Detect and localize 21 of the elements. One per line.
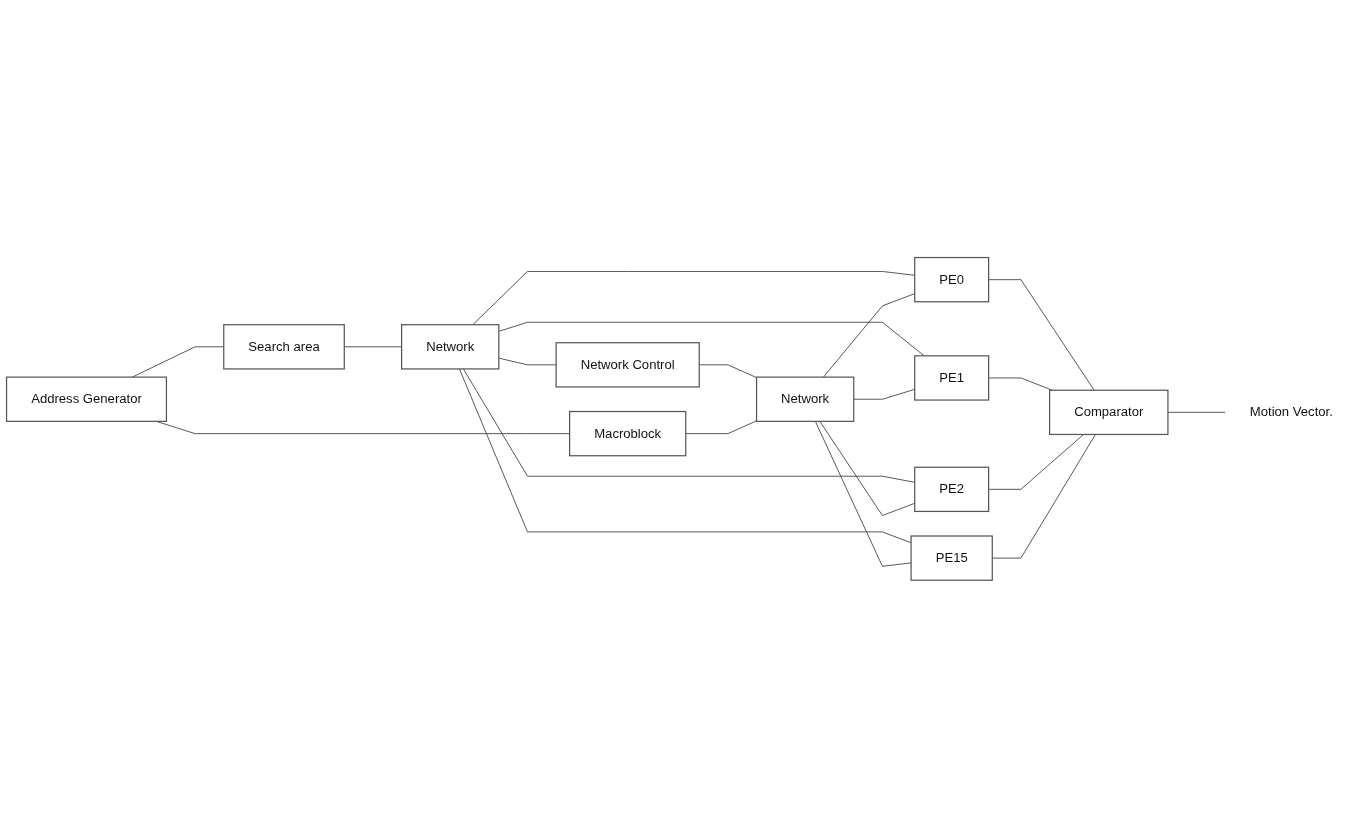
node-box: Network — [755, 376, 855, 422]
connector — [1167, 411, 1226, 413]
connector — [459, 368, 912, 543]
node-box: Network — [401, 323, 500, 370]
connector — [498, 357, 557, 365]
connector — [988, 433, 1084, 490]
connector — [988, 278, 1095, 391]
node-box: Address Generator — [5, 376, 168, 422]
node-box: Comparator — [1049, 389, 1169, 435]
connector — [155, 420, 570, 434]
node-box: PE15 — [910, 535, 993, 581]
node-box: Macroblock — [569, 410, 687, 456]
node-text: Motion Vector. — [1249, 404, 1333, 419]
node-box: Network Control — [555, 341, 700, 388]
connector — [685, 420, 757, 434]
node-box: PE2 — [914, 466, 990, 512]
connector — [814, 420, 912, 567]
node-box: PE1 — [914, 354, 990, 401]
node-box: Search area — [223, 323, 345, 370]
node-box: PE0 — [914, 256, 990, 302]
connector — [498, 321, 925, 356]
